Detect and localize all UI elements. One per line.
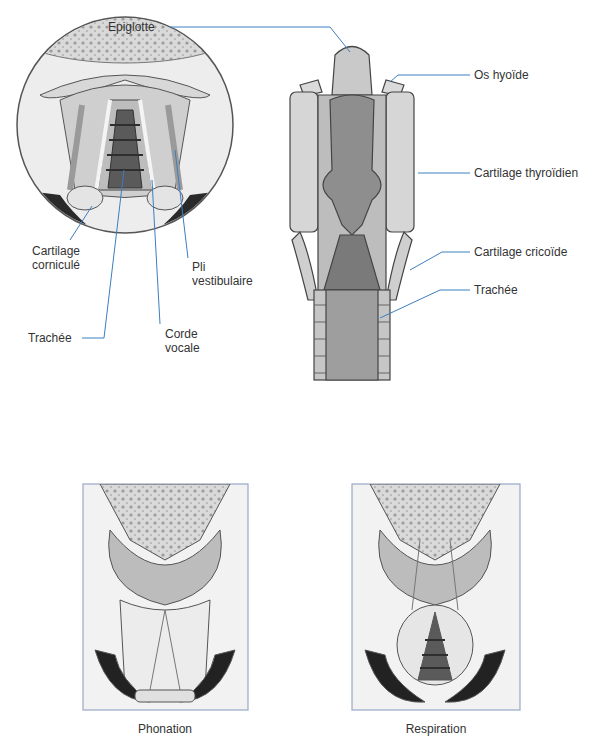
- part-label: Trachée: [474, 283, 518, 297]
- part-label: Epiglotte: [108, 20, 155, 34]
- phonation-view: [83, 484, 248, 710]
- part-label: Phonation: [138, 722, 192, 736]
- part-label: Corde vocale: [165, 327, 215, 355]
- part-label: Os hyoïde: [474, 68, 529, 82]
- larynx-section: [290, 47, 414, 381]
- leader-lines: [70, 27, 470, 338]
- part-label: Cartilage corniculé: [32, 244, 94, 272]
- respiration-view: [352, 484, 520, 710]
- part-label: Pli vestibulaire: [192, 260, 264, 288]
- part-label: Cartilage thyroïdien: [474, 166, 578, 180]
- part-label: Cartilage cricoïde: [474, 245, 567, 259]
- part-label: Respiration: [406, 722, 467, 736]
- laryngoscopic-view: [5, 0, 245, 233]
- part-label: Trachée: [28, 331, 72, 345]
